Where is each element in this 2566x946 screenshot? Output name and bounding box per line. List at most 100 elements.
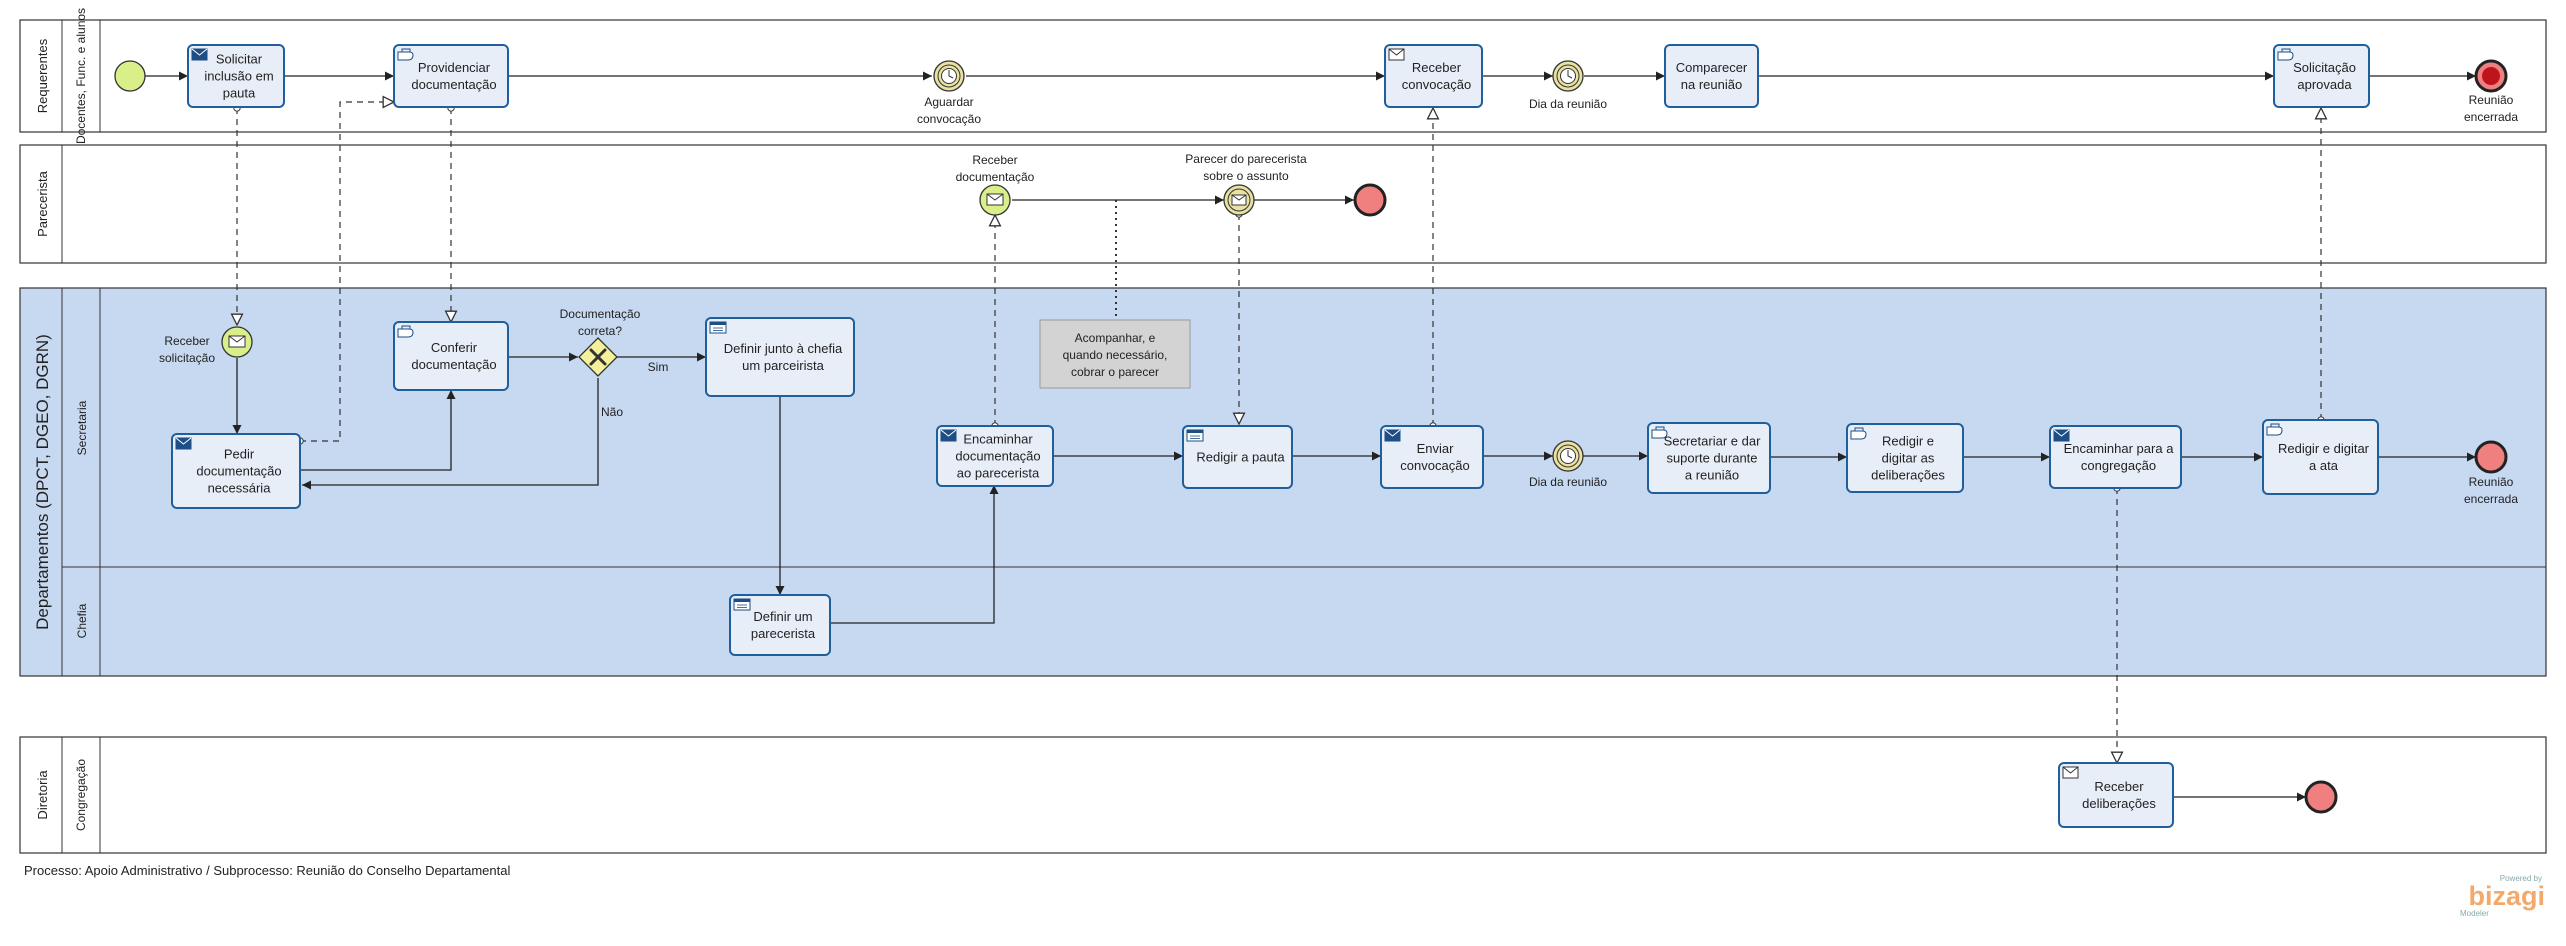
gateway-documentacao-correta[interactable] bbox=[578, 337, 618, 377]
manual-task-hand-icon bbox=[1850, 427, 1867, 440]
message-event-receber-solicitacao[interactable] bbox=[221, 326, 253, 358]
x-icon bbox=[589, 348, 607, 366]
receive-message-icon bbox=[1388, 48, 1405, 61]
message-event-receber-documentacao[interactable] bbox=[979, 184, 1011, 216]
envelope-icon bbox=[228, 335, 246, 348]
gateway-label-sim: Sim bbox=[648, 360, 669, 374]
process-footer: Processo: Apoio Administrativo / Subproc… bbox=[24, 863, 510, 878]
manual-task-hand-icon bbox=[2277, 48, 2294, 61]
pool-title-requerentes: Requerentes bbox=[35, 38, 50, 113]
sequence-flows bbox=[145, 71, 2476, 802]
task-redigir-pauta-label: Redigir a pauta bbox=[1196, 450, 1285, 465]
clock-icon bbox=[1560, 68, 1576, 84]
manual-task-hand-icon bbox=[397, 325, 414, 338]
end-event-reuniao-encerrada-2[interactable] bbox=[2474, 440, 2508, 474]
pool-parecerista: Parecerista bbox=[19, 144, 2547, 264]
logo-name: bizagi bbox=[2468, 881, 2545, 911]
timer-event-dia-reuniao-2[interactable] bbox=[1552, 440, 1584, 472]
script-task-icon bbox=[733, 598, 751, 611]
timer-event-dia-reuniao-1[interactable] bbox=[1552, 60, 1584, 92]
end-event-diretoria[interactable] bbox=[2304, 780, 2338, 814]
pool-title-parecerista: Parecerista bbox=[35, 170, 50, 237]
pool-title-departamentos: Departamentos (DPCT, DGEO, DGRN) bbox=[33, 334, 52, 630]
lane-title-chefia: Chefia bbox=[75, 603, 89, 638]
end-event-reuniao-encerrada-1[interactable] bbox=[2474, 59, 2508, 93]
envelope-icon bbox=[1231, 194, 1247, 206]
lane-title-congregacao: Congregação bbox=[74, 759, 88, 831]
logo-powered: Powered by bbox=[2500, 874, 2542, 883]
send-message-icon bbox=[1384, 429, 1401, 442]
receive-message-icon bbox=[2062, 766, 2079, 779]
lane-title-docentes: Docentes, Func. e alunos bbox=[74, 8, 88, 144]
end-event-parecerista[interactable] bbox=[1353, 183, 1387, 217]
timer-event-aguardar[interactable] bbox=[933, 60, 965, 92]
clock-icon bbox=[1560, 448, 1576, 464]
send-message-icon bbox=[940, 429, 957, 442]
message-flows bbox=[237, 102, 2321, 763]
send-message-icon bbox=[175, 437, 192, 450]
lane-title-secretaria: Secretaria bbox=[75, 400, 89, 455]
task-redigir-pauta[interactable]: Redigir a pauta bbox=[1182, 425, 1293, 489]
message-event-parecer[interactable] bbox=[1223, 184, 1255, 216]
gateway-label-nao: Não bbox=[601, 405, 623, 419]
clock-icon bbox=[941, 68, 957, 84]
script-task-icon bbox=[1186, 429, 1204, 442]
event-label-dia-reuniao-1: Dia da reunião bbox=[1529, 97, 1607, 111]
bizagi-logo: Powered by bizagi Modeler bbox=[2460, 874, 2545, 918]
pool-title-diretoria: Diretoria bbox=[35, 770, 50, 820]
logo-sub: Modeler bbox=[2460, 909, 2489, 918]
script-task-icon bbox=[709, 321, 727, 334]
manual-task-hand-icon bbox=[397, 48, 414, 61]
manual-task-hand-icon bbox=[2266, 423, 2283, 436]
start-event[interactable] bbox=[114, 60, 146, 92]
send-message-icon bbox=[191, 48, 208, 61]
event-label-dia-reuniao-2: Dia da reunião bbox=[1529, 475, 1607, 489]
manual-task-hand-icon bbox=[1651, 426, 1668, 439]
envelope-icon bbox=[986, 193, 1004, 206]
send-message-icon bbox=[2053, 429, 2070, 442]
